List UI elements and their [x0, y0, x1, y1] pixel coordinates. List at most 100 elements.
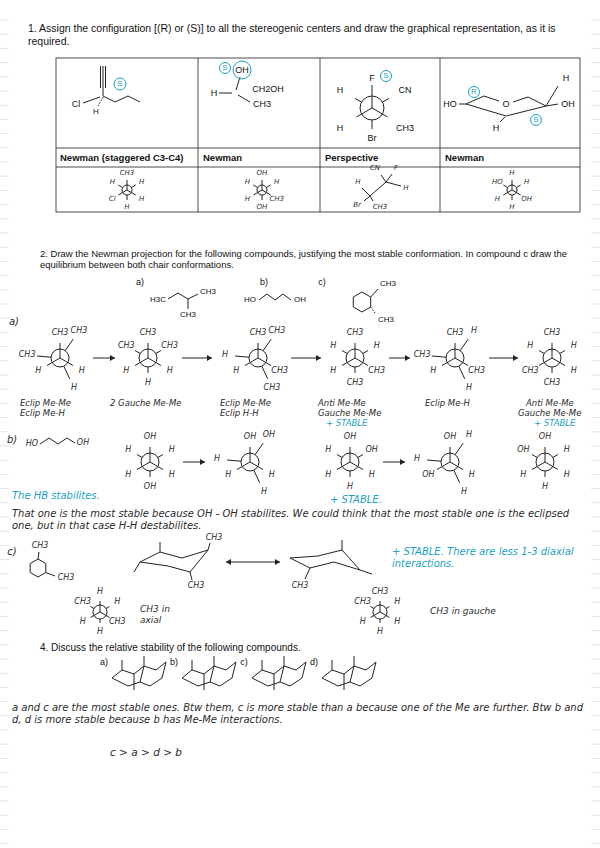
- bond-line: [342, 351, 347, 354]
- bond-line: [337, 455, 342, 458]
- bond-line: [237, 462, 250, 470]
- note-text: The HB stabilites.: [12, 490, 100, 502]
- atom-label: H: [524, 177, 529, 185]
- rule-line: [591, 133, 600, 134]
- bond-line: [484, 96, 499, 101]
- table-grid: [56, 148, 580, 149]
- rule-line: [0, 673, 9, 674]
- atom-label: H: [403, 184, 408, 192]
- atom-label: CH3: [253, 99, 271, 110]
- rule-line: [0, 190, 9, 191]
- rule-line: [0, 261, 9, 262]
- atom-label: OH: [235, 65, 249, 76]
- atom-label: OH: [365, 445, 377, 455]
- rule-line: [0, 502, 9, 503]
- atom-label: c): [318, 277, 326, 288]
- bond-line: [355, 367, 356, 373]
- bond-line: [305, 568, 310, 579]
- bond-line: [503, 185, 507, 188]
- atom-label: CN: [399, 85, 412, 96]
- bond-line: [144, 656, 145, 666]
- bond-line: [512, 180, 513, 190]
- atom-label: CH3: [269, 194, 284, 202]
- rule-line: [0, 701, 9, 702]
- atom-label: H: [222, 350, 228, 360]
- atom-label: CH3: [206, 533, 223, 543]
- bond-line: [290, 550, 360, 570]
- answer-text: + STABLE. There are less 1-3 diaxial int…: [392, 546, 582, 570]
- configuration-label: S: [383, 71, 388, 81]
- configuration-circle: [114, 78, 126, 90]
- atom-label: H: [110, 177, 115, 185]
- rule-line: [591, 304, 600, 305]
- bond-line: [455, 443, 463, 454]
- rule-line: [0, 446, 9, 447]
- rule-line: [0, 360, 9, 361]
- rule-line: [591, 772, 600, 773]
- atom-label: H: [269, 470, 275, 480]
- bond-line: [350, 471, 351, 477]
- atom-label: H: [114, 597, 120, 607]
- bond-line: [262, 195, 263, 200]
- bond-line: [386, 174, 392, 182]
- bond-line: [219, 93, 232, 94]
- atom-label: H: [214, 454, 220, 464]
- bond-line: [380, 612, 390, 618]
- atom-label: Br: [368, 133, 377, 144]
- bond-line: [266, 185, 270, 188]
- rule-line: [591, 247, 600, 248]
- bond-line: [427, 460, 441, 461]
- bond-line: [350, 462, 363, 470]
- bond-line: [118, 190, 127, 195]
- atom-label: CH3: [347, 328, 364, 338]
- table-grid: [56, 167, 580, 168]
- rule-line: [0, 20, 9, 21]
- bond-line: [254, 470, 260, 483]
- atom-label: H: [430, 366, 436, 376]
- bond-line: [459, 104, 466, 105]
- rule-line: [591, 34, 600, 35]
- atom-label: Cl: [109, 194, 116, 202]
- atom-label: H: [139, 177, 144, 185]
- bond-line: [355, 358, 368, 366]
- atom-label: H: [347, 482, 353, 492]
- atom-label: CH3: [544, 328, 561, 338]
- bond-line: [262, 190, 271, 195]
- arrow-head: [200, 459, 205, 465]
- atom-label: Br: [353, 201, 361, 209]
- configuration-label: R: [471, 87, 477, 97]
- bond-line: [140, 550, 208, 572]
- rule-line: [591, 730, 600, 731]
- rule-line: [0, 616, 9, 617]
- rule-line: [0, 815, 9, 816]
- atom-label: H: [330, 341, 336, 351]
- bond-line: [64, 366, 70, 379]
- rule-line: [0, 588, 9, 589]
- rule-line: [0, 417, 9, 418]
- bond-line: [371, 307, 375, 313]
- bond-line: [560, 351, 565, 354]
- atom-label: c): [240, 657, 248, 668]
- note-text: Anti Me-Me: [318, 398, 366, 408]
- rule-line: [0, 644, 9, 645]
- atom-label: OH: [294, 295, 306, 305]
- atom-label: H: [125, 470, 131, 480]
- bond-line: [38, 552, 39, 559]
- bond-line: [100, 612, 110, 618]
- atom-label: b): [170, 657, 178, 668]
- configuration-circle: [469, 87, 480, 98]
- atom-label: H: [355, 178, 360, 186]
- atom-label: OH: [244, 432, 256, 442]
- atom-label: c): [7, 546, 16, 558]
- atom-label: CH3: [71, 326, 88, 336]
- rule-line: [591, 744, 600, 745]
- bond-line: [105, 66, 106, 88]
- bond-line: [370, 196, 373, 201]
- note-text: + STABLE: [534, 418, 575, 428]
- bond-line: [90, 607, 93, 609]
- bond-line: [460, 339, 468, 350]
- question-text: 2. Draw the Newman projection for the fo…: [40, 248, 580, 271]
- rule-line: [591, 701, 600, 702]
- rule-line: [591, 204, 600, 205]
- atom-label: H: [169, 445, 175, 455]
